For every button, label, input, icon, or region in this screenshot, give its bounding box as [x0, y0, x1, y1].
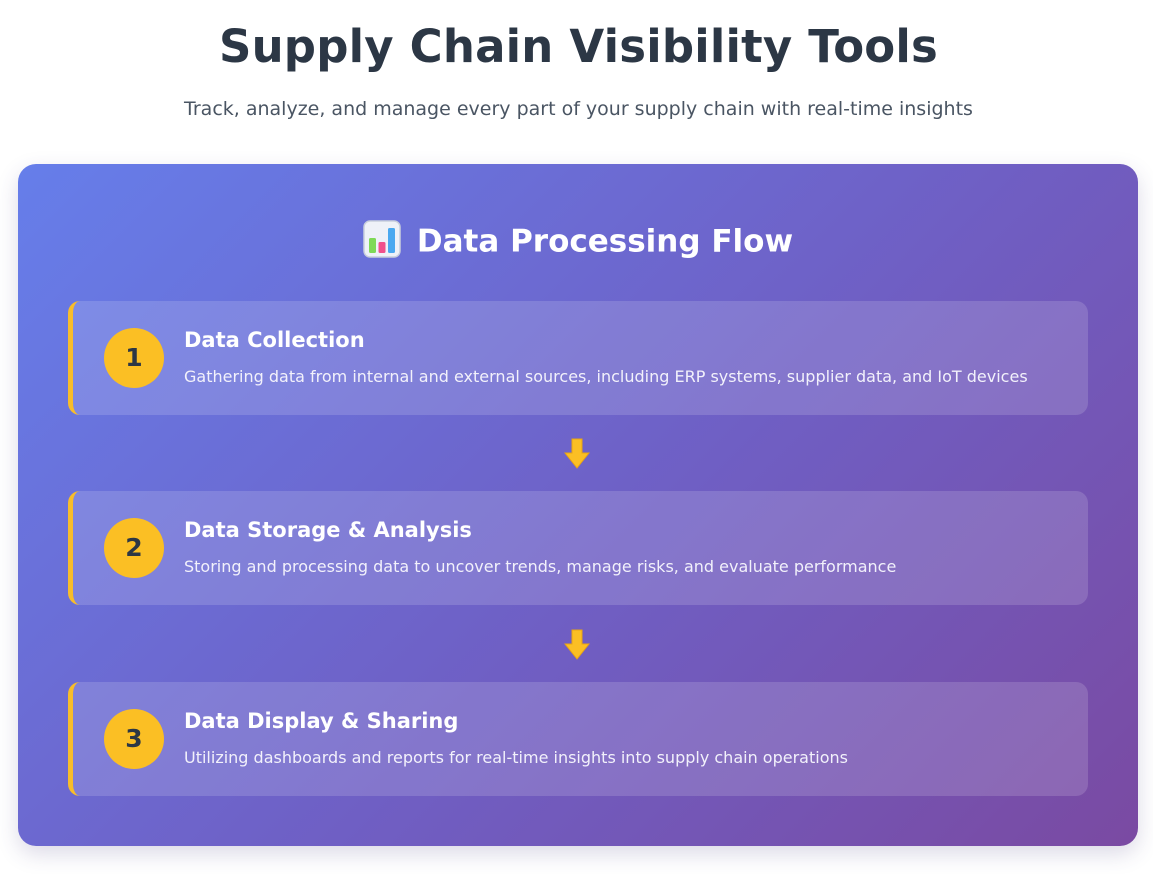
flow-heading-text: Data Processing Flow — [416, 223, 794, 260]
step-title: Data Storage & Analysis — [184, 518, 472, 542]
step-description: Gathering data from internal and externa… — [184, 367, 1028, 386]
step-title: Data Collection — [184, 328, 365, 352]
arrow-down-icon — [563, 438, 591, 470]
step-card: 3 Data Display & Sharing Utilizing dashb… — [68, 682, 1088, 796]
page-subtitle: Track, analyze, and manage every part of… — [184, 98, 973, 120]
step-card: 1 Data Collection Gathering data from in… — [68, 301, 1088, 415]
step-description: Utilizing dashboards and reports for rea… — [184, 748, 848, 767]
step-number-badge: 2 — [104, 518, 164, 578]
bar-chart-icon — [363, 219, 401, 258]
arrow-down-icon — [563, 629, 591, 661]
step-number-badge: 1 — [104, 328, 164, 388]
data-processing-flow-panel: Data Processing Flow 1 Data Collection G… — [18, 164, 1138, 846]
flow-heading: Data Processing Flow — [18, 218, 1138, 264]
step-card: 2 Data Storage & Analysis Storing and pr… — [68, 491, 1088, 605]
step-number-badge: 3 — [104, 709, 164, 769]
page-title: Supply Chain Visibility Tools — [218, 20, 939, 73]
step-title: Data Display & Sharing — [184, 709, 459, 733]
step-description: Storing and processing data to uncover t… — [184, 557, 897, 576]
